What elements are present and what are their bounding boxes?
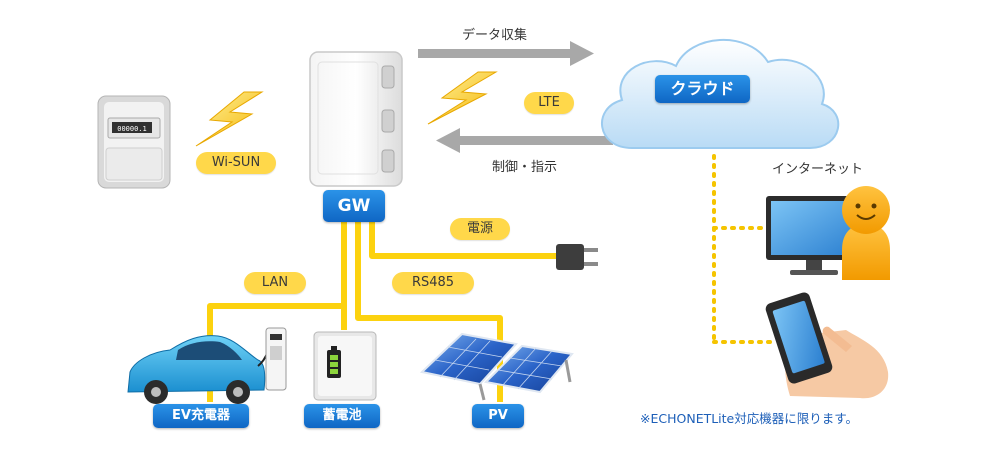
ev-car-icon (127, 335, 271, 404)
battery-label: 蓄電池 (304, 404, 380, 428)
solar-panel-icon (419, 332, 574, 401)
internet-label: インターネット (772, 162, 864, 177)
power-line (369, 222, 560, 259)
arrow-control (436, 128, 613, 153)
footnote: ※ECHONETLite対応機器に限ります。 (640, 411, 859, 426)
lightning-icon (427, 71, 498, 125)
internet-dotted-lines (712, 154, 777, 344)
rs485-label: RS485 (392, 272, 474, 294)
person-icon (842, 186, 890, 280)
lan-label: LAN (244, 272, 306, 294)
cloud-label: クラウド (655, 75, 750, 103)
battery-icon (313, 331, 377, 401)
ev-charger-icon (265, 327, 287, 391)
ev-charger-label: EV充電器 (153, 404, 249, 428)
smart-meter-icon (97, 95, 171, 189)
lte-label: LTE (524, 92, 574, 114)
smartphone-icon (765, 292, 889, 399)
lightning-icon (195, 91, 264, 147)
gw-label: GW (323, 190, 385, 222)
wisun-label: Wi-SUN (196, 152, 276, 174)
arrow-data-collection (418, 41, 594, 66)
power-label: 電源 (450, 218, 510, 240)
control-label: 制御・指示 (492, 160, 558, 175)
gateway-box-icon (309, 51, 403, 187)
meter-reading: 00000.1 (117, 125, 147, 133)
power-plug-icon (556, 244, 598, 270)
data-collection-label: データ収集 (462, 28, 528, 43)
pv-label: PV (472, 404, 524, 428)
